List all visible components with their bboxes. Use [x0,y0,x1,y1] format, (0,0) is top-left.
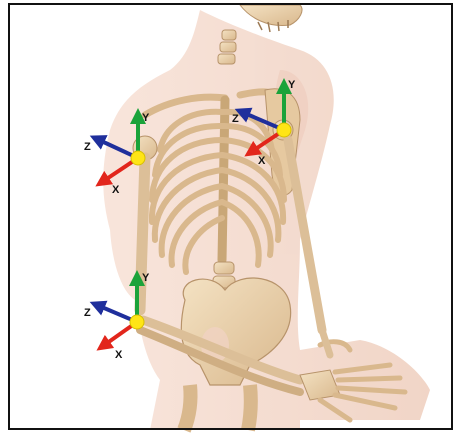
image-border [8,3,453,430]
